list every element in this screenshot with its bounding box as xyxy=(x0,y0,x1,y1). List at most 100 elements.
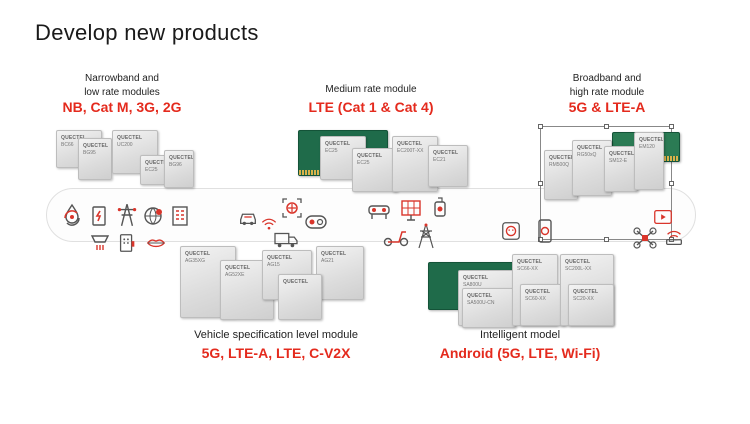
intelligent-highlight: Android (5G, LTE, Wi-Fi) xyxy=(439,345,601,361)
module-model: BG95 xyxy=(83,150,96,156)
wifi-signal-icon xyxy=(261,218,277,230)
solar-panel-icon xyxy=(401,200,421,221)
router-icon xyxy=(666,230,682,245)
medium-caption: Medium rate module xyxy=(325,84,417,95)
module-model: AG52XE xyxy=(225,272,245,278)
selection-handle-mr[interactable] xyxy=(669,181,674,186)
module-nb-5: QUECTEL BG96 xyxy=(164,150,194,188)
intelligent-caption: Intelligent model xyxy=(479,329,561,341)
target-scan-icon xyxy=(282,198,302,218)
module-model: EC25 xyxy=(145,167,158,173)
module-brand: QUECTEL xyxy=(267,255,293,261)
module-brand: QUECTEL xyxy=(577,145,603,151)
module-model: EC25 xyxy=(357,160,370,166)
broadband-highlight: 5G & LTE-A xyxy=(568,99,646,115)
module-model: SC200L-XX xyxy=(565,266,592,272)
broadband-caption: Broadband and high rate module xyxy=(548,72,666,100)
module-model: EC21 xyxy=(433,157,446,163)
module-intelligent-6: QUECTEL SC20-XX xyxy=(568,284,614,326)
selection-handle-bm[interactable] xyxy=(604,237,609,242)
selection-handle-tr[interactable] xyxy=(669,124,674,129)
keypad-lock-icon xyxy=(119,234,135,252)
module-nb-2: QUECTEL BG95 xyxy=(78,138,112,180)
truck-icon xyxy=(274,232,298,248)
module-medium-4: QUECTEL EC21 xyxy=(428,145,468,187)
module-brand: QUECTEL xyxy=(325,141,351,147)
module-model: SA500U-CN xyxy=(467,300,495,306)
module-brand: QUECTEL xyxy=(321,251,347,257)
module-brand: QUECTEL xyxy=(525,289,551,295)
module-model: BC66 xyxy=(61,142,74,148)
module-model: RG50xQ xyxy=(577,152,597,158)
module-medium-2: QUECTEL EC25 xyxy=(352,148,398,192)
medium-highlight: LTE (Cat 1 & Cat 4) xyxy=(308,99,434,115)
building-icon xyxy=(172,206,188,226)
robot-arm-icon xyxy=(368,205,390,219)
smoke-detector-icon xyxy=(90,235,110,250)
selection-handle-tm[interactable] xyxy=(604,124,609,129)
selection-handle-ml[interactable] xyxy=(538,181,543,186)
module-broadband-3: QUECTEL SM12-E xyxy=(604,146,638,192)
module-broadband-4: QUECTEL EM120 xyxy=(634,132,664,190)
narrowband-highlight: NB, Cat M, 3G, 2G xyxy=(62,99,182,115)
module-brand: QUECTEL xyxy=(565,259,591,265)
narrowband-caption: Narrowband and low rate modules xyxy=(60,72,184,100)
selection-handle-tl[interactable] xyxy=(538,124,543,129)
module-intelligent-5: QUECTEL SC60-XX xyxy=(520,284,566,326)
narrowband-caption-line1: Narrowband and xyxy=(85,73,159,84)
broadband-caption-line1: Broadband and xyxy=(572,73,642,84)
module-model: SC66-XX xyxy=(517,266,538,272)
module-brand: QUECTEL xyxy=(169,155,194,161)
module-model: RM500Q xyxy=(549,162,570,168)
broadband-caption-line2: high rate module xyxy=(569,87,645,98)
lips-icon xyxy=(146,239,166,248)
module-brand: QUECTEL xyxy=(83,143,109,149)
module-model: EC200T-XX xyxy=(397,148,424,154)
narrowband-caption-line2: low rate modules xyxy=(84,87,160,98)
module-brand: QUECTEL xyxy=(517,259,543,265)
module-brand: QUECTEL xyxy=(573,289,599,295)
module-model: UC200 xyxy=(117,142,133,148)
module-brand: QUECTEL xyxy=(467,293,493,299)
page-title: Develop new products xyxy=(35,20,259,45)
vehicle-caption: Vehicle specification level module xyxy=(194,329,358,341)
module-brand: QUECTEL xyxy=(463,275,489,281)
transmission-tower-icon xyxy=(418,223,434,249)
phone-pay-icon xyxy=(538,219,552,243)
ev-charger-icon xyxy=(92,206,106,226)
module-brand: QUECTEL xyxy=(225,265,251,271)
drone-icon xyxy=(633,227,657,249)
module-model: AG15 xyxy=(267,262,280,268)
video-icon xyxy=(654,209,672,225)
module-brand: QUECTEL xyxy=(433,150,459,156)
vehicle-highlight: 5G, LTE-A, LTE, C-V2X xyxy=(201,345,351,361)
module-brand: QUECTEL xyxy=(357,153,383,159)
power-tower-icon xyxy=(117,203,137,227)
module-model: EM120 xyxy=(639,144,655,150)
car-icon xyxy=(240,213,256,226)
module-model: SM12-E xyxy=(609,158,628,164)
module-model: AG35XG xyxy=(185,258,206,264)
module-model: SC60-XX xyxy=(525,296,546,302)
cycle-arrows-icon xyxy=(64,210,80,226)
face-scan-icon xyxy=(502,222,520,240)
module-brand: QUECTEL xyxy=(639,137,664,143)
module-model: BG96 xyxy=(169,162,182,168)
globe-pin-icon xyxy=(144,207,162,225)
module-model: EC25 xyxy=(325,148,338,154)
scooter-icon xyxy=(383,231,409,247)
lantern-icon xyxy=(434,197,446,217)
module-brand: QUECTEL xyxy=(117,135,143,141)
module-brand: QUECTEL xyxy=(397,141,423,147)
module-brand: QUECTEL xyxy=(283,279,309,285)
module-brand: QUECTEL xyxy=(609,151,635,157)
module-model: SA800U xyxy=(463,282,482,288)
module-brand: QUECTEL xyxy=(185,251,211,257)
module-model: AG21 xyxy=(321,258,334,264)
module-vehicle-5: QUECTEL xyxy=(278,274,322,320)
module-brand: QUECTEL xyxy=(61,135,87,141)
module-model: SC20-XX xyxy=(573,296,594,302)
module-brand: QUECTEL xyxy=(145,160,171,166)
module-intelligent-4: QUECTEL SA500U-CN xyxy=(462,288,516,328)
traffic-light-icon xyxy=(305,215,327,229)
